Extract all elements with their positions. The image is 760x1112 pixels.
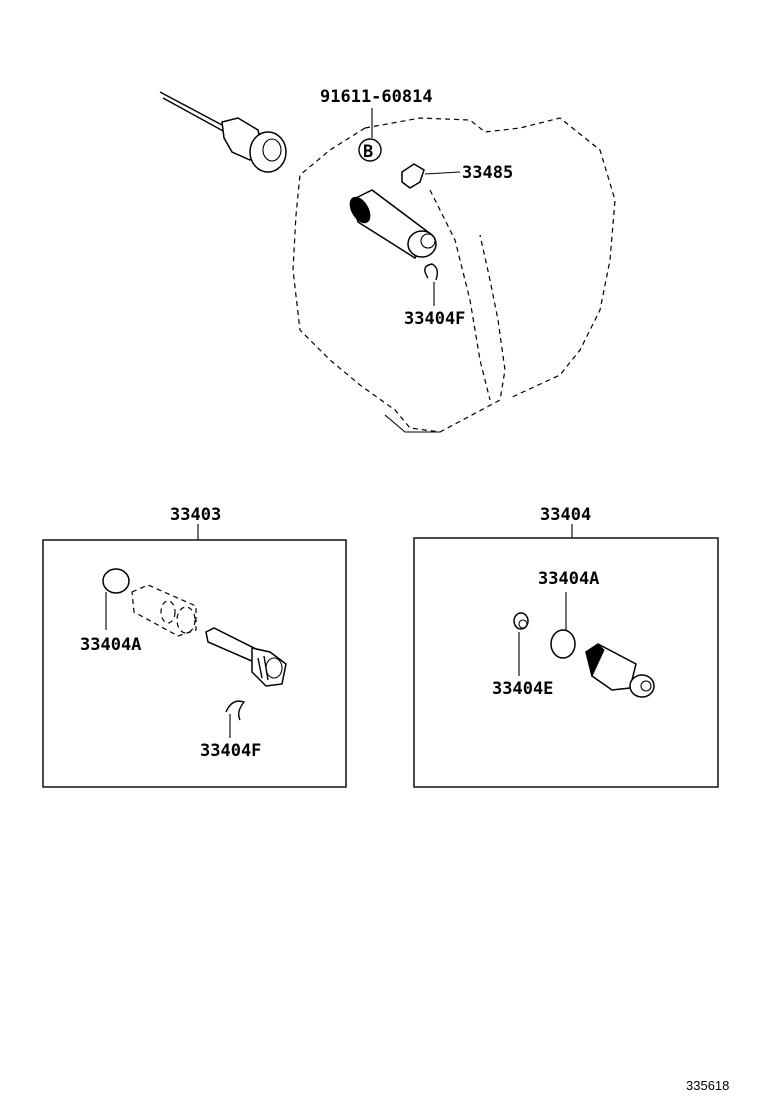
- seal-right: [513, 612, 529, 630]
- speedometer-cable: [159, 91, 287, 173]
- sleeve-right: [585, 643, 655, 698]
- bolt-marker-letter: B: [363, 142, 373, 162]
- oring-right: [550, 629, 576, 659]
- callout-seal-right: 33404E: [492, 679, 553, 699]
- bolt-marker: B: [358, 138, 382, 162]
- callout-oring-right: 33404A: [538, 569, 599, 589]
- callout-assy-right: 33404: [540, 505, 591, 525]
- oring-left: [102, 568, 130, 594]
- assembly-box-left: 33403 33404A 33404F: [42, 505, 347, 788]
- callout-assy-left: 33403: [170, 505, 221, 525]
- callout-clip-left: 33404F: [200, 741, 261, 761]
- callout-bolt: 91611-60814: [320, 87, 433, 107]
- callout-clamp: 33485: [462, 163, 513, 183]
- sleeve-dashed: [131, 584, 197, 637]
- clip-part-top: [424, 263, 439, 281]
- transmission-housing: [292, 117, 616, 433]
- driven-gear-left: [205, 627, 287, 687]
- driven-gear-installed: [349, 189, 437, 260]
- leader-clamp: [424, 171, 461, 175]
- figure-ref-number: 335618: [686, 1078, 729, 1093]
- callout-oring-left: 33404A: [80, 635, 141, 655]
- clamp-part: [401, 163, 425, 189]
- assembly-box-right: 33404 33404A 33404E: [413, 505, 719, 788]
- callout-clip-top: 33404F: [404, 309, 465, 329]
- clip-part-left: [225, 700, 246, 721]
